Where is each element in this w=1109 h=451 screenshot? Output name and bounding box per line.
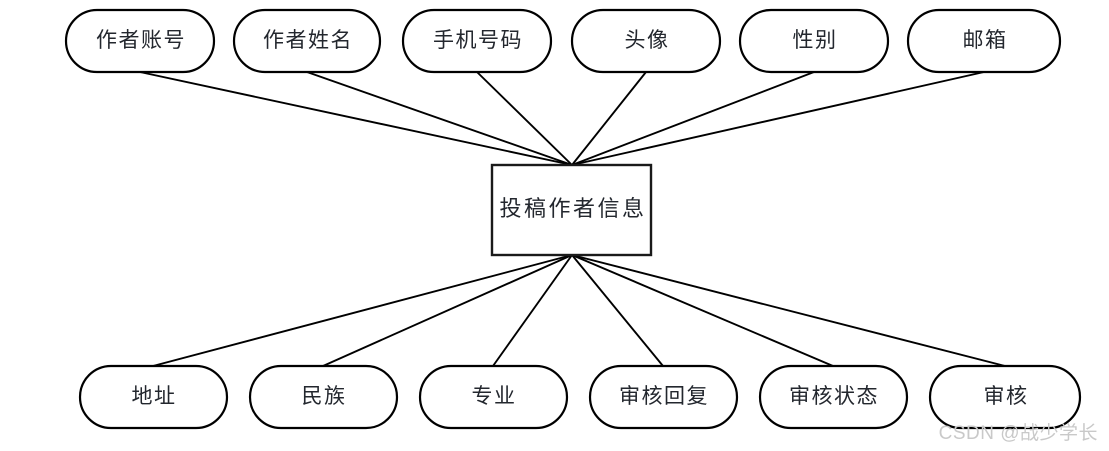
attribute-shape bbox=[78, 364, 229, 430]
attribute-node-bottom-1[interactable]: 地址 bbox=[78, 364, 229, 430]
attribute-label: 专业 bbox=[472, 384, 517, 408]
entity-label: 投稿作者信息 bbox=[499, 196, 646, 221]
attribute-label: 地址 bbox=[132, 384, 177, 408]
connector-group-top bbox=[139, 71, 985, 166]
entity-shape bbox=[490, 163, 653, 257]
attribute-shape bbox=[401, 8, 553, 74]
attribute-node-bottom-3[interactable]: 专业 bbox=[418, 364, 569, 430]
connector-top-3 bbox=[476, 71, 573, 166]
attribute-shape bbox=[928, 364, 1082, 430]
attribute-node-top-2[interactable]: 作者姓名 bbox=[232, 8, 382, 74]
attribute-label: 作者账号 bbox=[96, 28, 186, 52]
attribute-shape bbox=[758, 364, 909, 430]
attribute-label: 作者姓名 bbox=[263, 28, 353, 52]
connector-top-2 bbox=[306, 71, 573, 166]
connector-bottom-5 bbox=[571, 254, 834, 367]
attribute-shape bbox=[588, 364, 739, 430]
attribute-label: 民族 bbox=[302, 384, 347, 408]
connector-top-1 bbox=[139, 71, 573, 166]
csdn-watermark: CSDN @战少学长 bbox=[939, 422, 1098, 444]
attribute-shape bbox=[738, 8, 890, 74]
attribute-label: 邮箱 bbox=[963, 28, 1008, 52]
attribute-label: 头像 bbox=[625, 28, 670, 52]
connector-bottom-1 bbox=[152, 254, 573, 367]
attribute-shape bbox=[248, 364, 399, 430]
attribute-node-bottom-4[interactable]: 审核回复 bbox=[588, 364, 739, 430]
connector-bottom-2 bbox=[322, 254, 573, 367]
attribute-label: 审核状态 bbox=[789, 384, 879, 408]
attribute-node-top-3[interactable]: 手机号码 bbox=[401, 8, 553, 74]
attribute-node-top-1[interactable]: 作者账号 bbox=[64, 8, 216, 74]
connector-top-5 bbox=[571, 71, 815, 166]
attribute-shape bbox=[570, 8, 722, 74]
attribute-node-bottom-6[interactable]: 审核 bbox=[928, 364, 1082, 430]
attribute-label: 性别 bbox=[793, 28, 838, 52]
connector-top-6 bbox=[571, 71, 985, 166]
attribute-node-top-6[interactable]: 邮箱 bbox=[906, 8, 1062, 74]
entity-node-main[interactable]: 投稿作者信息 bbox=[490, 163, 653, 257]
attribute-label: 手机号码 bbox=[433, 28, 523, 52]
attribute-node-top-4[interactable]: 头像 bbox=[570, 8, 722, 74]
attribute-shape bbox=[906, 8, 1062, 74]
attribute-shape bbox=[64, 8, 216, 74]
connector-bottom-4 bbox=[571, 254, 664, 367]
attribute-label: 审核回复 bbox=[619, 384, 709, 408]
attribute-label: 审核 bbox=[984, 384, 1029, 408]
connector-group-bottom bbox=[152, 254, 1006, 367]
attribute-node-bottom-5[interactable]: 审核状态 bbox=[758, 364, 909, 430]
attribute-node-top-5[interactable]: 性别 bbox=[738, 8, 890, 74]
connector-bottom-3 bbox=[492, 254, 573, 367]
attribute-shape bbox=[418, 364, 569, 430]
connector-bottom-6 bbox=[571, 254, 1006, 367]
attribute-shape bbox=[232, 8, 382, 74]
attribute-node-bottom-2[interactable]: 民族 bbox=[248, 364, 399, 430]
connector-top-4 bbox=[571, 71, 647, 166]
